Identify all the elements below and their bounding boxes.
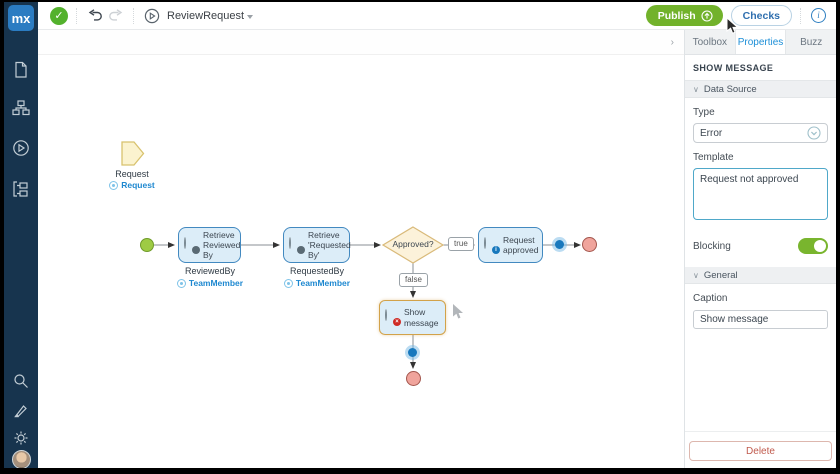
activity-show-message[interactable]: × Show message <box>379 300 446 335</box>
left-sidebar: mx <box>4 2 38 468</box>
selected-element-title: SHOW MESSAGE <box>685 55 836 81</box>
info-icon[interactable]: i <box>811 8 826 23</box>
section-data-source[interactable]: ∨Data Source <box>685 81 836 98</box>
retrieve-action-icon <box>184 236 200 254</box>
retrieve-action-icon <box>289 236 305 254</box>
delete-section: Delete <box>685 430 836 469</box>
redo-icon[interactable] <box>105 6 125 26</box>
flow-dot-indicator <box>552 237 567 252</box>
activity-caption: RequestedBy <box>289 266 345 276</box>
chevron-down-icon: ∨ <box>693 271 699 280</box>
search-icon[interactable] <box>4 370 38 392</box>
tab-buzz[interactable]: Buzz <box>800 36 823 48</box>
publish-button[interactable]: Publish <box>645 5 723 26</box>
tab-toolbox[interactable]: Toolbox <box>685 30 736 54</box>
ghost-cursor <box>453 304 463 319</box>
decision-approved[interactable]: Approved? <box>381 226 445 264</box>
select-chevron-circle-icon <box>807 126 821 140</box>
pages-icon[interactable] <box>4 59 38 81</box>
user-avatar[interactable] <box>12 450 31 468</box>
flow-dot-indicator <box>405 345 420 360</box>
microflow-canvas[interactable]: › Request <box>38 30 684 468</box>
start-event[interactable] <box>140 238 154 252</box>
type-value: Error <box>700 127 723 139</box>
top-toolbar: ✓ ReviewRequest Publish Checks i <box>38 2 836 30</box>
activity-entity: TeamMember <box>252 278 382 288</box>
settings-icon[interactable] <box>4 427 38 449</box>
delete-button[interactable]: Delete <box>689 441 832 461</box>
activity-entity: TeamMember <box>145 278 275 288</box>
entity-icon <box>283 278 293 288</box>
checks-button[interactable]: Checks <box>730 5 792 26</box>
caption-label: Caption <box>693 293 728 304</box>
app-window: mx ✓ <box>4 2 836 468</box>
properties-panel: Toolbox Properties Buzz SHOW MESSAGE ∨Da… <box>684 30 836 468</box>
blocking-label: Blocking <box>693 240 731 252</box>
template-label: Template <box>693 152 734 163</box>
decision-label: Approved? <box>392 239 434 249</box>
blocking-toggle[interactable] <box>798 238 828 254</box>
microflows-icon[interactable] <box>4 137 38 159</box>
status-check-icon[interactable]: ✓ <box>50 6 68 25</box>
end-event[interactable] <box>582 237 597 252</box>
mouse-cursor <box>726 17 739 34</box>
undo-icon[interactable] <box>85 6 105 26</box>
show-message-info-icon: i <box>484 236 500 254</box>
panel-tabs: Toolbox Properties Buzz <box>685 30 836 55</box>
type-label: Type <box>693 107 715 118</box>
show-message-error-icon: × <box>385 309 401 326</box>
section-general[interactable]: ∨General <box>685 267 836 284</box>
activity-caption: ReviewedBy <box>184 266 236 276</box>
activity-retrieve-requested-by[interactable]: Retrieve 'Requested By' <box>283 227 351 263</box>
document-title[interactable]: ReviewRequest <box>167 9 245 22</box>
template-textarea[interactable]: Request not approved <box>693 168 828 220</box>
end-event[interactable] <box>406 371 421 386</box>
toolbar-divider <box>800 7 801 24</box>
edge-label-true: true <box>448 237 474 252</box>
edge-label-false: false <box>399 273 428 288</box>
mendix-logo[interactable]: mx <box>8 5 34 31</box>
parameter-shape[interactable] <box>121 141 145 171</box>
chevron-down-icon: ∨ <box>693 85 699 94</box>
domain-model-icon[interactable] <box>4 178 38 200</box>
entity-icon <box>109 180 119 190</box>
microflow-play-icon <box>142 6 162 26</box>
title-chevron-down-icon[interactable] <box>247 14 254 19</box>
publish-upload-icon <box>701 9 713 22</box>
activity-request-approved[interactable]: i Request approved <box>478 227 543 263</box>
theme-icon[interactable] <box>4 400 38 422</box>
navigation-icon[interactable] <box>4 97 38 119</box>
toolbar-divider <box>133 7 134 24</box>
type-select[interactable]: Error <box>693 123 828 143</box>
parameter-label: Request <box>115 169 149 179</box>
entity-icon <box>176 278 186 288</box>
tab-properties[interactable]: Properties <box>735 30 787 54</box>
activity-retrieve-reviewed-by[interactable]: Retrieve Reviewed By <box>178 227 241 263</box>
caption-input[interactable] <box>693 310 828 329</box>
parameter-entity: Request <box>67 180 197 190</box>
canvas-tab-strip: › <box>38 30 684 55</box>
publish-label: Publish <box>657 9 696 22</box>
toolbar-divider <box>76 7 77 24</box>
strip-chevron-right-icon[interactable]: › <box>670 37 674 48</box>
